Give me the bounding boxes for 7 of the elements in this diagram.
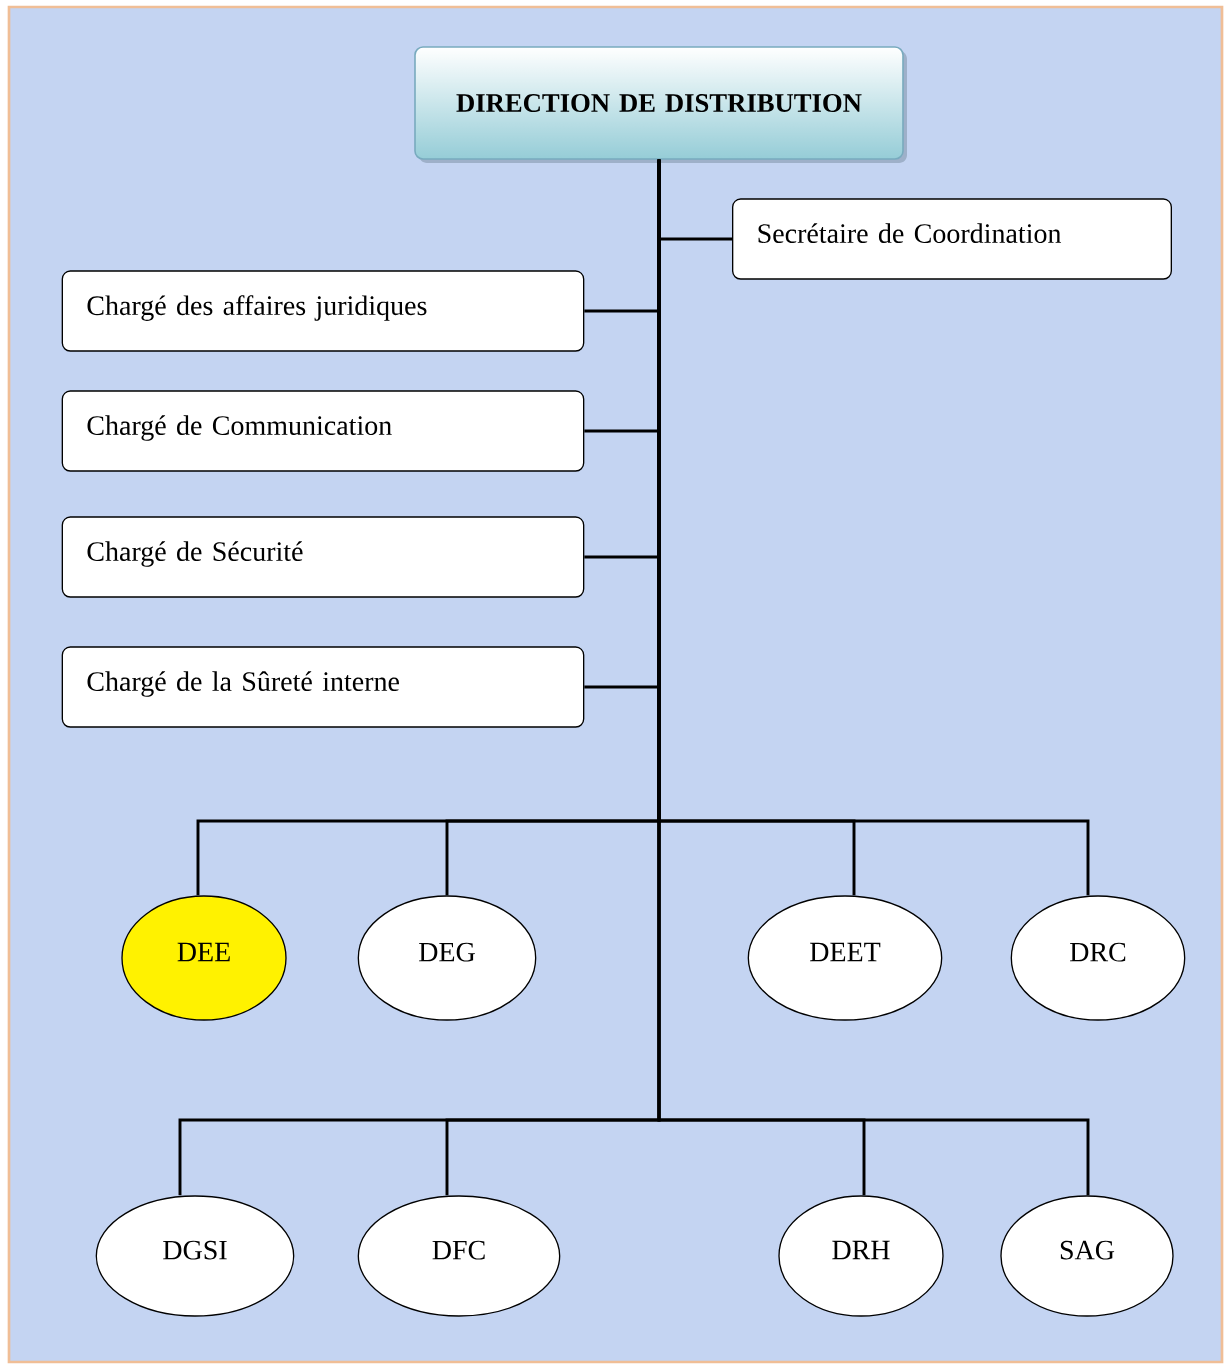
role-box: Chargé de Sécurité (61, 516, 585, 598)
title-box: DIRECTION DE DISTRIBUTION (414, 46, 907, 163)
role-box: Chargé des affaires juridiques (61, 270, 585, 352)
role-box: Chargé de Communication (61, 390, 585, 472)
role-box: Chargé de la Sûreté interne (61, 646, 585, 728)
connector-line (657, 159, 1090, 1196)
role-box: Secrétaire de Coordination (732, 198, 1172, 280)
